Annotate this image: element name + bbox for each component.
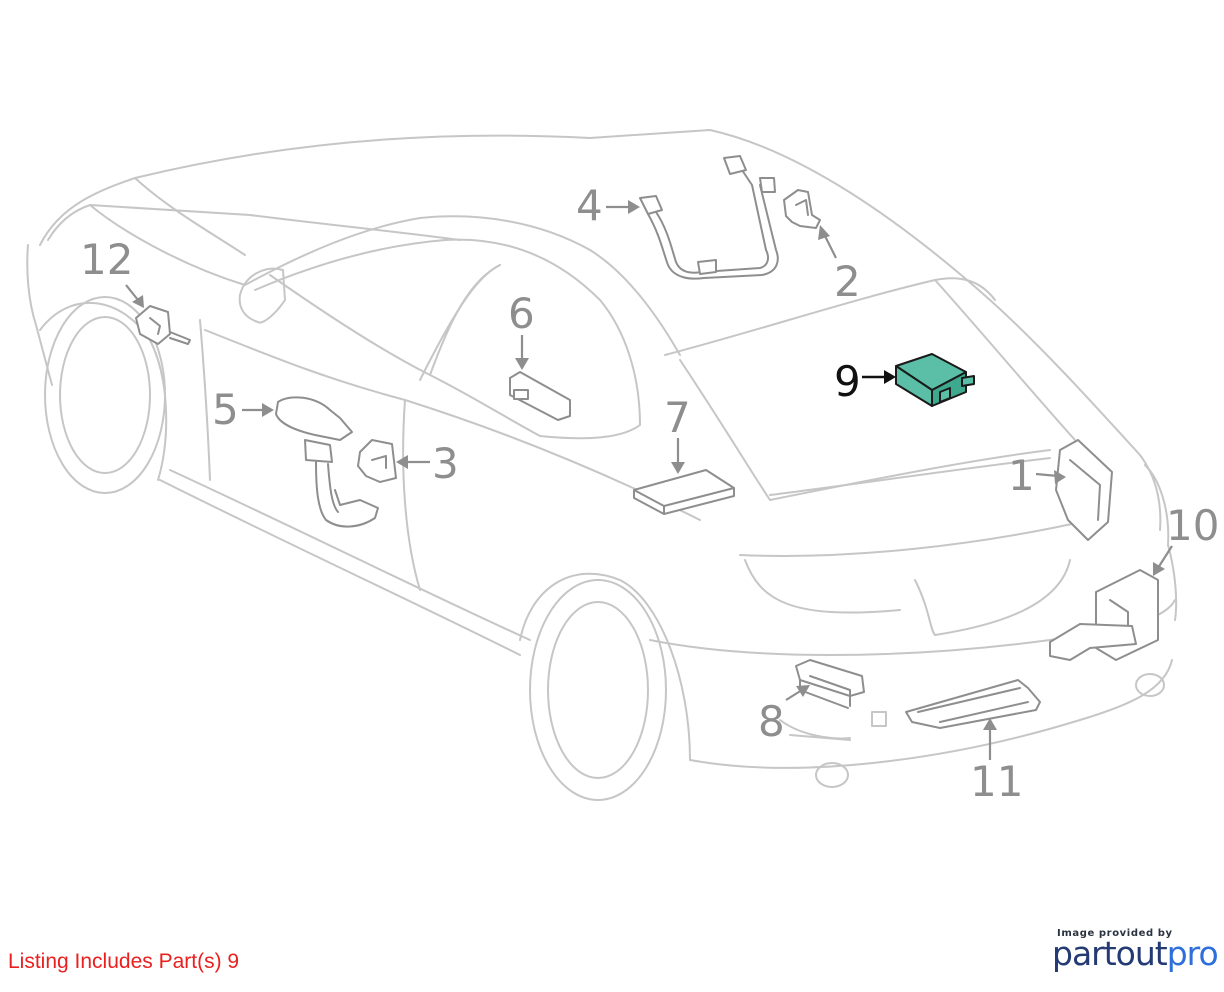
part-10-bracket — [1049, 569, 1159, 661]
part-5-door-module — [275, 396, 379, 528]
callout-1: 1 — [1008, 451, 1035, 500]
callout-10: 10 — [1166, 501, 1219, 550]
callout-4: 4 — [576, 181, 603, 230]
callout-9: 9 — [834, 357, 861, 406]
part-4-harness — [639, 155, 779, 280]
callout-5: 5 — [212, 385, 239, 434]
leader-lines — [125, 200, 1173, 760]
car-body-outline — [26, 129, 1178, 801]
callout-12: 12 — [80, 235, 133, 284]
part-11-reinforcement — [905, 679, 1041, 729]
brand-wordmark-part2: pro — [1166, 934, 1219, 973]
part-1-cover — [1055, 439, 1113, 541]
callout-6: 6 — [508, 289, 535, 338]
part-6-module — [509, 371, 571, 421]
part-12-sensor — [135, 305, 191, 345]
callout-8: 8 — [758, 697, 785, 746]
part-7-antenna — [633, 469, 735, 515]
callout-7: 7 — [664, 393, 691, 442]
listing-includes-note: Listing Includes Part(s) 9 — [8, 950, 240, 973]
brand-wordmark-part1: partout — [1052, 934, 1168, 973]
part-8-bracket — [795, 659, 865, 709]
callout-3: 3 — [432, 439, 459, 488]
brand-wordmark: partoutpro — [1052, 934, 1219, 973]
callout-2: 2 — [834, 257, 861, 306]
part-9-control-module — [895, 353, 975, 407]
callout-labels: 1 2 3 4 5 6 7 8 9 10 11 12 — [80, 181, 1219, 806]
part-3-latch — [357, 439, 397, 483]
part-2-bracket — [783, 189, 821, 229]
callout-11: 11 — [970, 757, 1023, 806]
brand-caption: Image provided by — [1057, 928, 1173, 939]
